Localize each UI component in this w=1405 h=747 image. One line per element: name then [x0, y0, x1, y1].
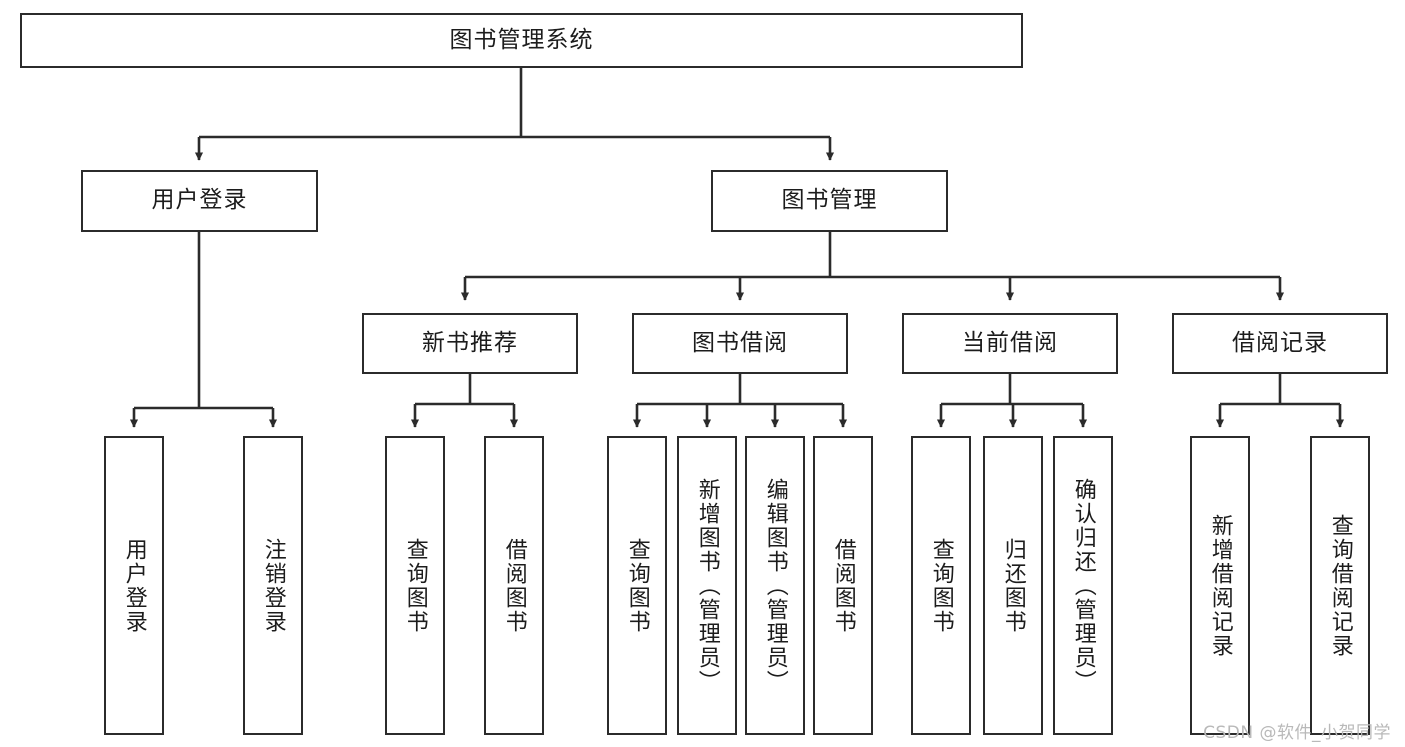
- node-current-borrow[interactable]: 当前借阅: [902, 313, 1118, 374]
- node-leaf-label: 确认归还（管理员）: [1070, 477, 1096, 694]
- node-leaf-label: 新增图书（管理员）: [694, 477, 720, 694]
- node-current-borrow-label: 当前借阅: [962, 329, 1058, 356]
- node-new-book-recommend[interactable]: 新书推荐: [362, 313, 578, 374]
- node-leaf-label: 新增借阅记录: [1207, 513, 1233, 658]
- node-book-manage-label: 图书管理: [781, 187, 878, 214]
- csdn-watermark: CSDN @软件_小贺同学: [1203, 723, 1391, 743]
- node-leaf-query-record[interactable]: 查询借阅记录: [1310, 436, 1370, 735]
- node-root[interactable]: 图书管理系统: [20, 13, 1023, 68]
- node-leaf-query-book-3[interactable]: 查询图书: [911, 436, 971, 735]
- node-user-login[interactable]: 用户登录: [81, 170, 318, 232]
- node-leaf-label: 注销登录: [260, 537, 286, 634]
- node-new-book-recommend-label: 新书推荐: [422, 329, 518, 356]
- node-leaf-logout[interactable]: 注销登录: [243, 436, 303, 735]
- node-book-borrow[interactable]: 图书借阅: [632, 313, 848, 374]
- node-leaf-label: 归还图书: [1000, 537, 1026, 634]
- node-leaf-label: 查询图书: [624, 537, 650, 634]
- node-leaf-label: 编辑图书（管理员）: [762, 477, 788, 694]
- node-leaf-add-book[interactable]: 新增图书（管理员）: [677, 436, 737, 735]
- node-leaf-label: 查询图书: [928, 537, 954, 634]
- node-borrow-record-label: 借阅记录: [1232, 329, 1328, 356]
- node-leaf-label: 借阅图书: [830, 537, 856, 634]
- node-book-manage[interactable]: 图书管理: [711, 170, 948, 232]
- node-leaf-return-book[interactable]: 归还图书: [983, 436, 1043, 735]
- node-leaf-borrow-book-1[interactable]: 借阅图书: [484, 436, 544, 735]
- node-root-label: 图书管理系统: [449, 26, 594, 53]
- node-leaf-add-record[interactable]: 新增借阅记录: [1190, 436, 1250, 735]
- node-leaf-query-book-1[interactable]: 查询图书: [385, 436, 445, 735]
- node-leaf-borrow-book-2[interactable]: 借阅图书: [813, 436, 873, 735]
- node-leaf-label: 借阅图书: [501, 537, 527, 634]
- node-leaf-query-book-2[interactable]: 查询图书: [607, 436, 667, 735]
- node-leaf-label: 用户登录: [121, 537, 147, 634]
- node-leaf-label: 查询借阅记录: [1327, 513, 1353, 658]
- node-leaf-confirm-return[interactable]: 确认归还（管理员）: [1053, 436, 1113, 735]
- node-leaf-edit-book[interactable]: 编辑图书（管理员）: [745, 436, 805, 735]
- node-leaf-label: 查询图书: [402, 537, 428, 634]
- node-user-login-label: 用户登录: [151, 187, 248, 214]
- node-borrow-record[interactable]: 借阅记录: [1172, 313, 1388, 374]
- node-book-borrow-label: 图书借阅: [692, 329, 788, 356]
- node-leaf-user-login[interactable]: 用户登录: [104, 436, 164, 735]
